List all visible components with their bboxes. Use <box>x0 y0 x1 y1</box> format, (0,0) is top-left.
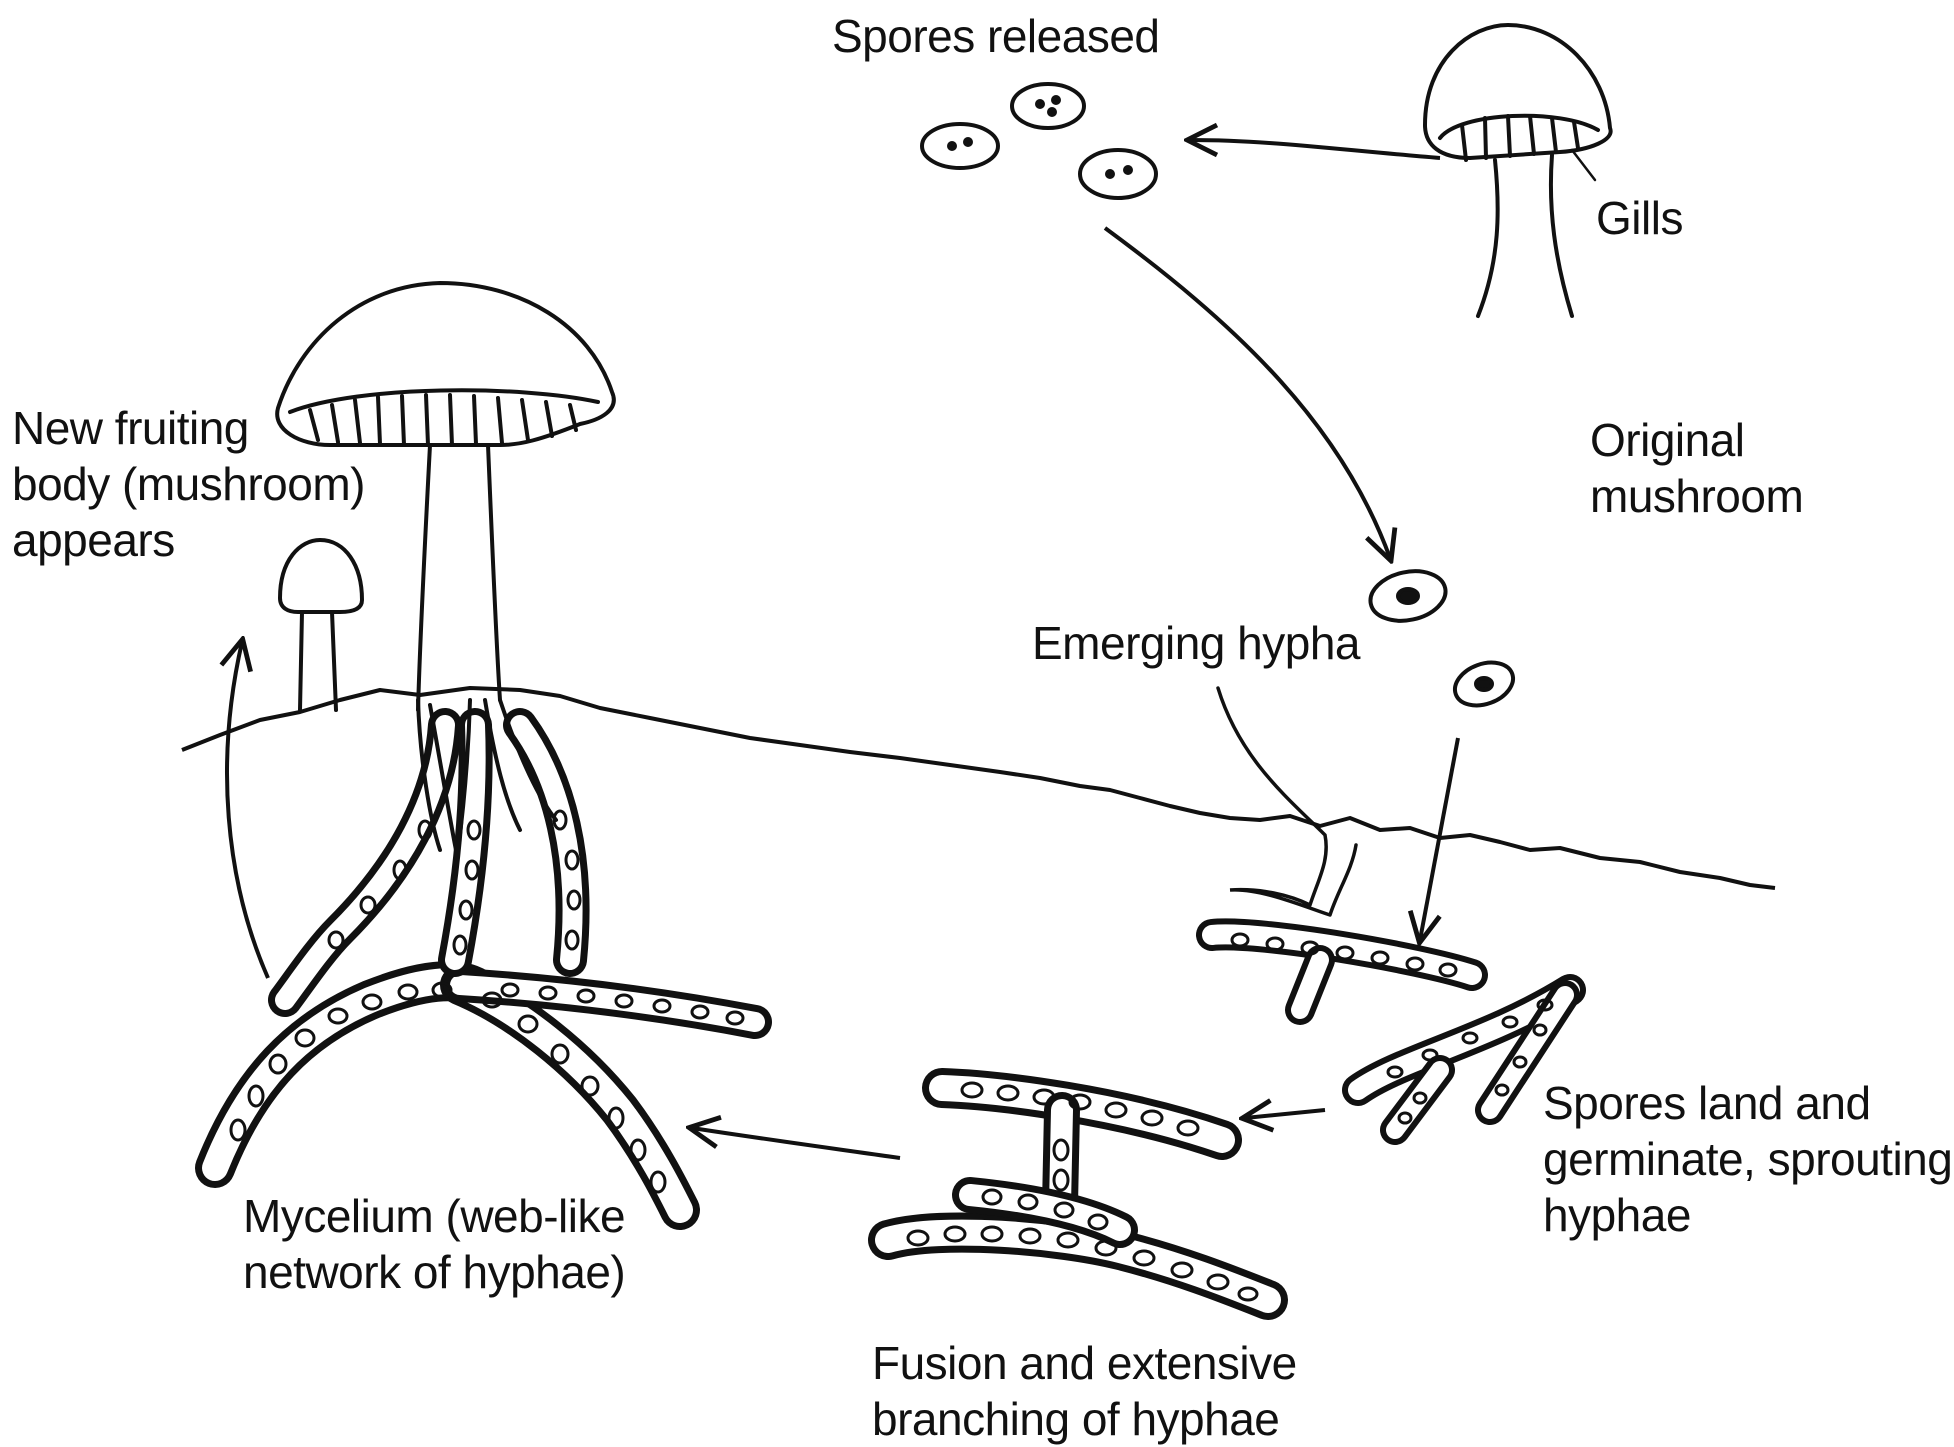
arrow-spores-falling <box>1105 228 1390 558</box>
label-mycelium: Mycelium (web-like network of hyphae) <box>243 1188 625 1300</box>
fusing-hyphae <box>888 1083 1268 1300</box>
label-new-fruiting-body: New fruiting body (mushroom) appears <box>12 400 365 568</box>
label-spores-land-line: germinate, sprouting <box>1543 1131 1952 1187</box>
label-new-fruiting-body-line: New fruiting <box>12 400 365 456</box>
arrow-spore-into-soil <box>1420 738 1458 940</box>
label-fusion-line: branching of hyphae <box>872 1391 1297 1447</box>
arrow-fusion-to-mycelium <box>692 1128 900 1158</box>
arrow-mycelium-to-mushroom <box>227 642 268 978</box>
label-original-mushroom-line: mushroom <box>1590 468 1803 524</box>
label-spores-land-line: Spores land and <box>1543 1075 1952 1131</box>
arrow-gills-to-spores <box>1190 140 1440 158</box>
original-mushroom-drawing <box>1425 25 1611 316</box>
label-mycelium-line: network of hyphae) <box>243 1244 625 1300</box>
label-emerging-hypha: Emerging hypha <box>1032 615 1360 671</box>
label-original-mushroom: Original mushroom <box>1590 412 1803 524</box>
label-gills: Gills <box>1596 190 1683 246</box>
label-new-fruiting-body-line: body (mushroom) <box>12 456 365 512</box>
mycelium-network <box>215 725 755 1210</box>
label-new-fruiting-body-line: appears <box>12 512 365 568</box>
label-spores-released: Spores released <box>832 8 1159 64</box>
gills-pointer-line <box>1572 150 1595 180</box>
germinating-hyphae <box>1212 934 1570 1130</box>
label-fusion-line: Fusion and extensive <box>872 1335 1297 1391</box>
label-spores-land: Spores land and germinate, sprouting hyp… <box>1543 1075 1952 1243</box>
emerging-hypha-pointer <box>1218 688 1356 915</box>
label-spores-land-line: hyphae <box>1543 1187 1952 1243</box>
landing-spores <box>1366 565 1519 713</box>
label-original-mushroom-line: Original <box>1590 412 1803 468</box>
label-fusion: Fusion and extensive branching of hyphae <box>872 1335 1297 1447</box>
released-spores <box>922 84 1156 198</box>
label-mycelium-line: Mycelium (web-like <box>243 1188 625 1244</box>
arrow-germinate-to-fusion <box>1245 1110 1325 1118</box>
